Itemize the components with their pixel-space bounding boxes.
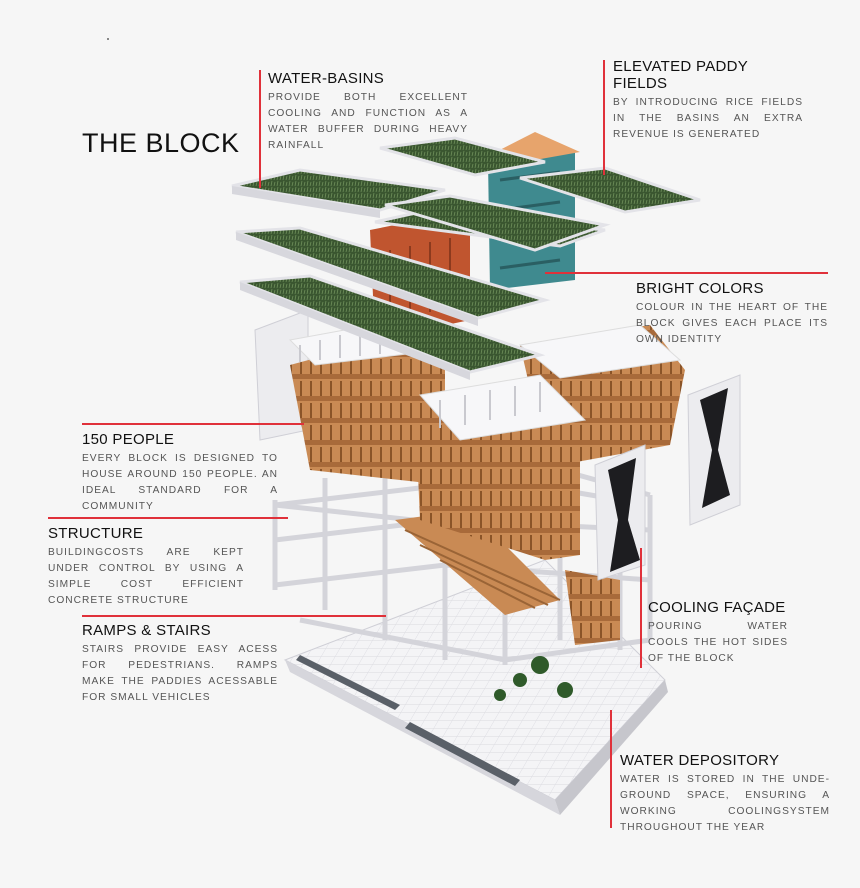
annotation-water-basins: WATER-BASINS PROVIDE BOTH EXCELLENT COOL… — [268, 70, 468, 154]
annotation-text: EVERY BLOCK IS DESIGNED TO HOUSE AROUND … — [82, 451, 278, 515]
annotation-text: PROVIDE BOTH EXCELLENT COOLING AND FUNCT… — [268, 90, 468, 154]
annotation-water-depository: WATER DEPOSITORY WATER IS STORED IN THE … — [620, 752, 830, 836]
annotation-heading: 150 PEOPLE — [82, 431, 278, 448]
leader-line-paddy-fields — [603, 60, 605, 175]
leader-line-structure — [48, 517, 288, 519]
annotation-text: BY INTRODUCING RICE FIELDS IN THE BASINS… — [613, 95, 803, 143]
annotation-structure: STRUCTURE BUILDINGCOSTS ARE KEPT UNDER C… — [48, 525, 244, 609]
annotation-heading: COOLING FAÇADE — [648, 599, 788, 616]
leader-line-water-basins — [259, 70, 261, 188]
leader-line-bright-colors — [545, 272, 828, 274]
annotation-heading: STRUCTURE — [48, 525, 244, 542]
annotation-bright-colors: BRIGHT COLORS COLOUR IN THE HEART OF THE… — [636, 280, 828, 348]
annotation-cooling-facade: COOLING FAÇADE POURING WATER COOLS THE H… — [648, 599, 788, 667]
annotation-heading: BRIGHT COLORS — [636, 280, 828, 297]
annotation-150-people: 150 PEOPLE EVERY BLOCK IS DESIGNED TO HO… — [82, 431, 278, 515]
annotation-heading: ELEVATED PADDY FIELDS — [613, 58, 803, 92]
annotation-text: WATER IS STORED IN THE UNDE-GROUND SPACE… — [620, 772, 830, 836]
leader-line-ramps-stairs — [82, 615, 386, 617]
annotation-heading: RAMPS & STAIRS — [82, 622, 278, 639]
annotation-text: POURING WATER COOLS THE HOT SIDES OF THE… — [648, 619, 788, 667]
annotation-heading: WATER DEPOSITORY — [620, 752, 830, 769]
annotation-heading: WATER-BASINS — [268, 70, 468, 87]
annotation-text: STAIRS PROVIDE EASY ACESS FOR PEDESTRIAN… — [82, 642, 278, 706]
annotation-text: COLOUR IN THE HEART OF THE BLOCK GIVES E… — [636, 300, 828, 348]
leader-line-water-depository — [610, 710, 612, 828]
annotation-text: BUILDINGCOSTS ARE KEPT UNDER CONTROL BY … — [48, 545, 244, 609]
leader-line-people — [82, 423, 304, 425]
annotation-paddy-fields: ELEVATED PADDY FIELDS BY INTRODUCING RIC… — [613, 58, 803, 143]
leader-line-cooling-facade — [640, 548, 642, 668]
annotation-ramps-stairs: RAMPS & STAIRS STAIRS PROVIDE EASY ACESS… — [82, 622, 278, 706]
